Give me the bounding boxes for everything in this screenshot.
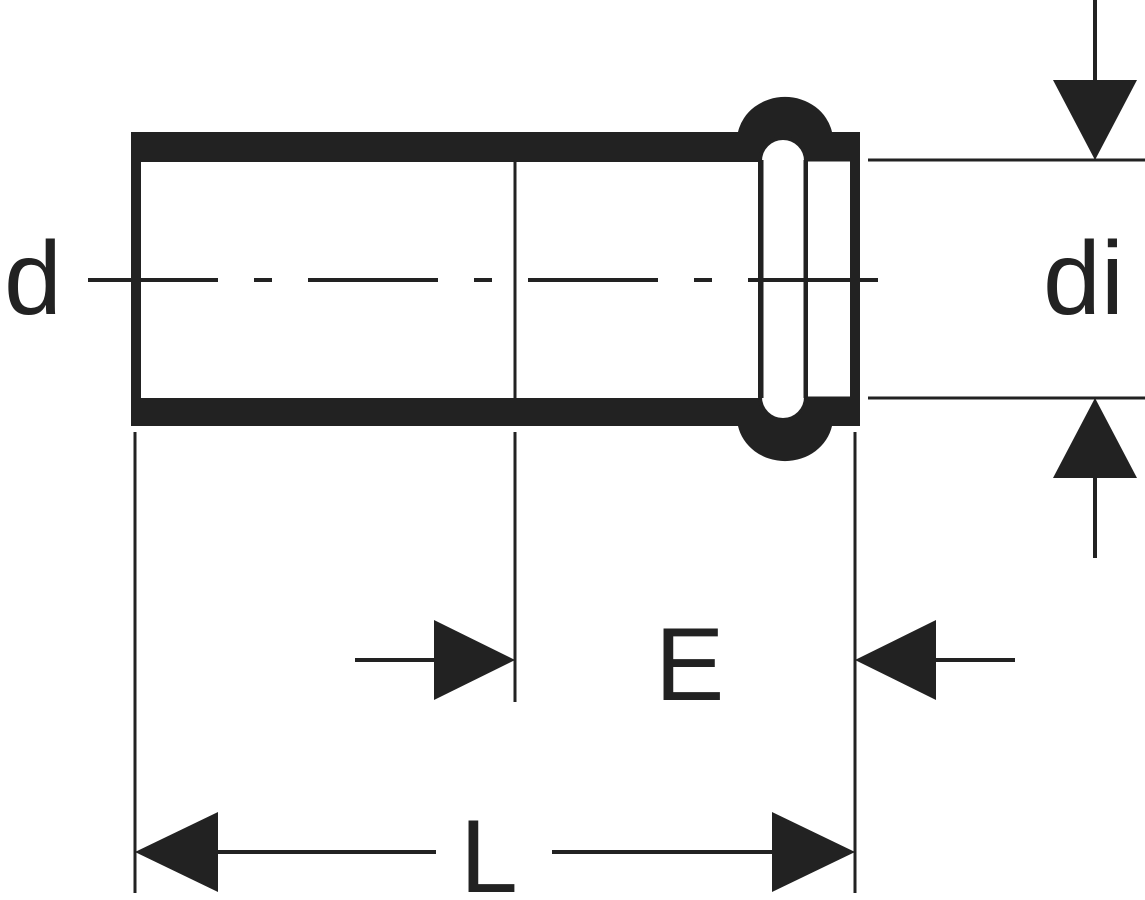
di-arrow-bottom-head: [1053, 398, 1137, 478]
e-dimension: [355, 620, 1015, 700]
label-d: d: [4, 221, 62, 337]
label-e: E: [655, 607, 724, 723]
di-dimension: [1053, 0, 1137, 558]
l-arrow-left-head: [135, 812, 218, 892]
seal-bead-top: [738, 96, 832, 160]
label-di: di: [1043, 221, 1124, 337]
seal-bead-bottom: [738, 398, 832, 462]
e-arrow-left-head: [434, 620, 515, 700]
pipe-bottom-wall: [131, 398, 759, 426]
extension-lines: [133, 158, 1145, 893]
e-arrow-right-head: [855, 620, 936, 700]
di-arrow-top-head: [1053, 80, 1137, 160]
l-dimension: [135, 812, 855, 892]
pipe-top-wall: [131, 132, 759, 162]
label-l: L: [460, 799, 518, 900]
l-arrow-right-head: [772, 812, 855, 892]
